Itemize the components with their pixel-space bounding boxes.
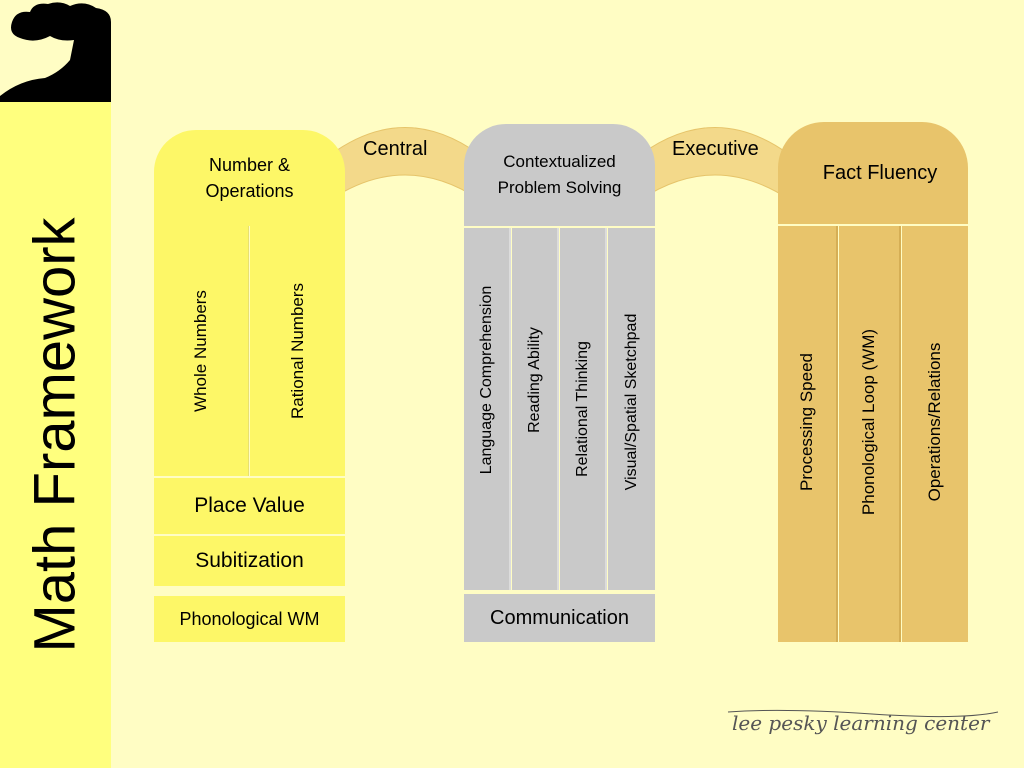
column-rational-numbers: Rational Numbers (250, 226, 345, 476)
column-language-comprehension: Language Comprehension (464, 228, 511, 590)
pillar-number-operations: Number & Operations Whole Numbers Ration… (154, 130, 345, 642)
slide-title: Math Framework (22, 217, 88, 653)
row-phonological-wm: Phonological WM (154, 596, 345, 642)
pillar-number-operations-title: Number & Operations (154, 130, 345, 226)
connector-executive-label: Executive (672, 138, 759, 160)
column-label: Operations/Relations (925, 342, 944, 501)
column-operations-relations: Operations/Relations (902, 226, 968, 642)
column-label: Visual/Spatial Sketchpad (622, 313, 640, 491)
pillar-problem-solving-title: Contextualized Problem Solving (464, 124, 655, 226)
column-label: Phonological Loop (WM) (859, 328, 878, 515)
connector-central-label: Central (363, 138, 428, 160)
tree-logo (0, 0, 111, 102)
column-reading-ability: Reading Ability (512, 228, 559, 590)
column-processing-speed: Processing Speed (778, 226, 838, 642)
lee-pesky-signature-logo: lee pesky learning center (722, 700, 1002, 750)
sidebar-band: Math Framework (0, 0, 111, 768)
column-phonological-loop: Phonological Loop (WM) (839, 226, 901, 642)
column-label: Language Comprehension (477, 285, 495, 475)
column-label: Rational Numbers (287, 282, 307, 420)
row-subitization: Subitization (154, 536, 345, 586)
column-label: Relational Thinking (573, 341, 591, 477)
column-label: Reading Ability (525, 327, 543, 433)
pillar-fact-fluency-title: Fact Fluency (778, 122, 968, 224)
column-label: Processing Speed (797, 352, 816, 491)
row-place-value: Place Value (154, 478, 345, 534)
column-relational-thinking: Relational Thinking (560, 228, 607, 590)
column-whole-numbers: Whole Numbers (154, 226, 249, 476)
column-label: Whole Numbers (191, 290, 210, 412)
svg-text:lee pesky learning center: lee pesky learning center (732, 711, 991, 735)
pillar-problem-solving: Contextualized Problem Solving Language … (464, 124, 655, 642)
column-visual-spatial-sketchpad: Visual/Spatial Sketchpad (608, 228, 655, 590)
row-communication: Communication (464, 594, 655, 642)
pillar-fact-fluency: Fact Fluency Processing Speed Phonologic… (778, 122, 968, 642)
